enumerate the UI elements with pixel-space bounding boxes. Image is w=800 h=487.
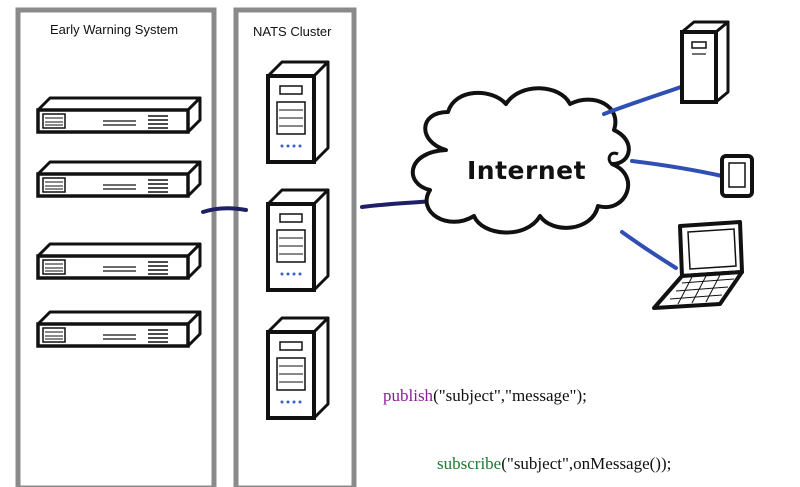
subscribe-code: subscribe("subject",onMessage()); (437, 454, 671, 474)
laptop-icon (652, 220, 744, 310)
desktop-link-line (602, 84, 686, 116)
ews-panel-title: Early Warning System (50, 22, 179, 37)
tower-server-icon (266, 188, 330, 292)
tablet-icon (720, 154, 754, 198)
rack-server-icon (36, 160, 202, 198)
internet-cloud-icon (410, 86, 631, 235)
internet-label: Internet (467, 156, 587, 185)
nats-panel-title: NATS Cluster (253, 24, 332, 39)
early-warning-system-panel (15, 7, 217, 487)
tower-server-icon (266, 316, 330, 420)
rack-server-icon (36, 242, 202, 280)
subscribe-function-name: subscribe (437, 454, 502, 473)
nats-cluster-panel (233, 7, 357, 487)
publish-code: publish("subject","message"); (383, 386, 587, 406)
rack-server-icon (36, 96, 202, 134)
publish-arguments: ("subject","message"); (433, 386, 587, 405)
internet-link-line (360, 199, 434, 209)
publish-function-name: publish (383, 386, 434, 405)
laptop-link-line (620, 230, 678, 270)
subscribe-arguments: ("subject",onMessage()); (501, 454, 672, 473)
tablet-link-line (630, 159, 724, 178)
rack-server-icon (36, 310, 202, 348)
tower-server-icon (266, 60, 330, 164)
desktop-computer-icon (680, 20, 730, 104)
panel-link-line (201, 206, 248, 214)
